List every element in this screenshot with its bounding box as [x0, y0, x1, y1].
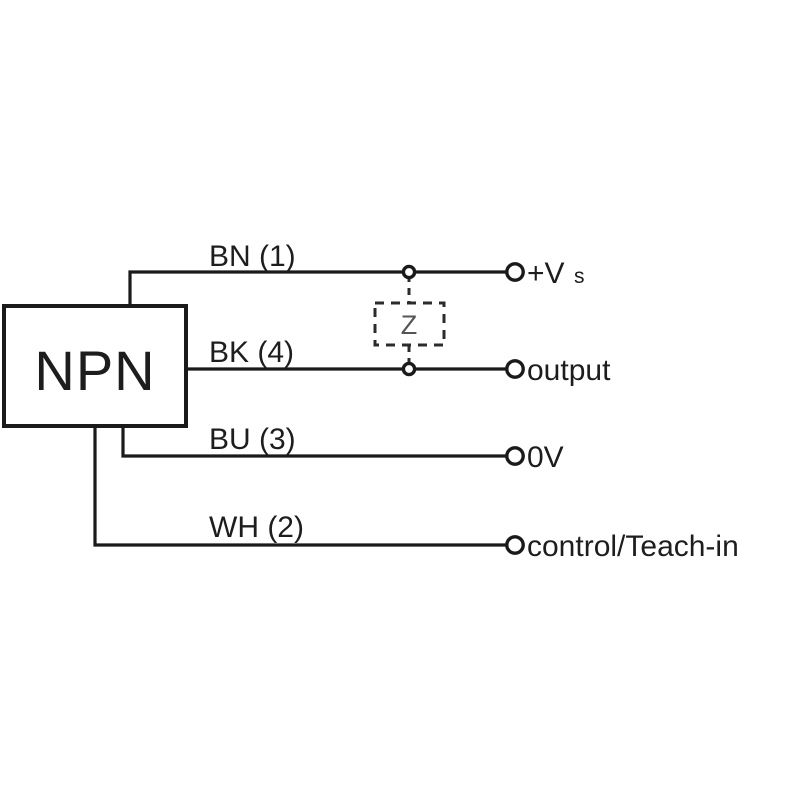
terminal-circle-0v[interactable]: [505, 446, 525, 466]
terminal-label-output: output: [527, 354, 611, 387]
junction-node-bn: [401, 264, 417, 280]
npn-device-label: NPN: [34, 339, 155, 402]
terminal-label-vs: +V: [527, 257, 565, 290]
wire-label-bn: BN (1): [209, 240, 296, 273]
terminal-circle-vs[interactable]: [505, 262, 525, 282]
wire-label-bu: BU (3): [209, 423, 296, 456]
terminal-circle-output[interactable]: [505, 359, 525, 379]
terminal-label-control-teach-in: control/Teach-in: [527, 530, 739, 563]
terminal-circle-control[interactable]: [505, 535, 525, 555]
wire-bu: [121, 424, 509, 458]
wire-label-bk: BK (4): [209, 336, 294, 369]
terminal-label-vs-subscript: s: [574, 265, 585, 288]
load-impedance-label: Z: [401, 310, 418, 340]
wire-wh: [93, 424, 509, 547]
junction-node-bk: [401, 361, 417, 377]
load-impedance-box: [373, 301, 446, 347]
wire-bn: [128, 270, 509, 309]
wire-label-wh: WH (2): [209, 511, 304, 544]
npn-device-block: [2, 304, 188, 428]
terminal-label-0v: 0V: [527, 441, 564, 474]
